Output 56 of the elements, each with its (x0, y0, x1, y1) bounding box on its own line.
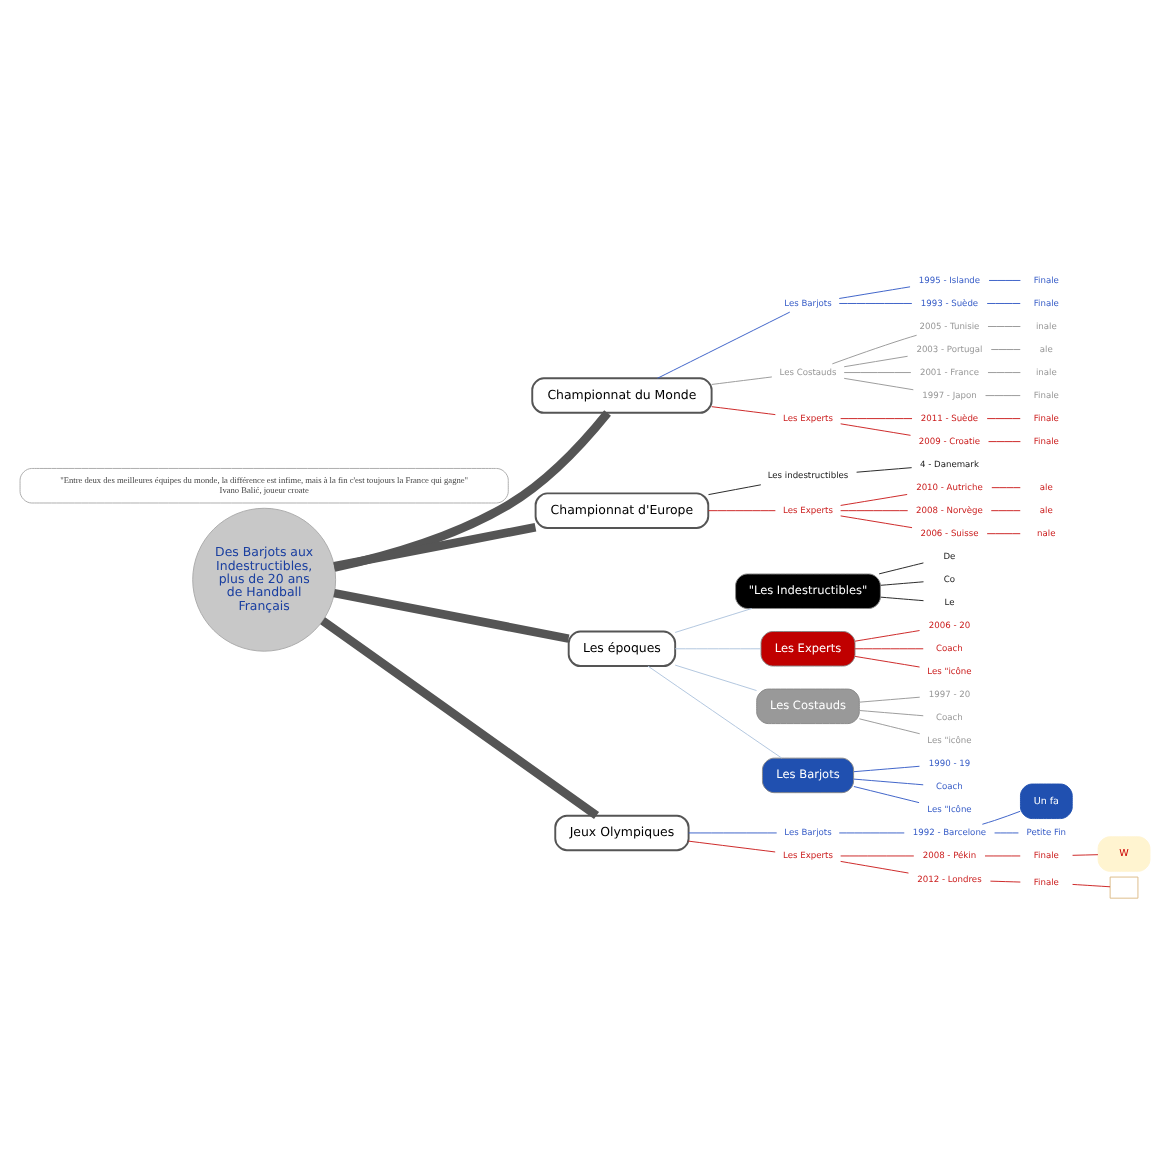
connector (990, 510, 1021, 512)
connector (843, 355, 909, 368)
connector (708, 510, 776, 512)
connector (1072, 854, 1099, 856)
connector (986, 418, 1021, 420)
connector (880, 596, 924, 602)
connector (988, 441, 1021, 443)
connector (840, 515, 913, 529)
connector (840, 860, 909, 874)
connector (838, 303, 913, 304)
connector (674, 664, 757, 692)
connector (843, 372, 912, 374)
connector (711, 406, 776, 416)
connector (843, 377, 914, 391)
connector (856, 467, 913, 473)
connector (840, 494, 908, 506)
connector (858, 718, 921, 735)
connector (840, 423, 911, 436)
connector (858, 696, 921, 703)
connector (853, 765, 920, 773)
connector (1072, 883, 1111, 888)
connector (990, 349, 1021, 350)
connector (674, 648, 762, 650)
connector (333, 410, 611, 572)
connector (708, 484, 762, 496)
node-box (1109, 876, 1139, 899)
connector (657, 311, 791, 379)
connector (854, 630, 921, 642)
connector (688, 832, 778, 834)
connector (985, 395, 1021, 397)
connector (989, 880, 1021, 883)
connector (991, 487, 1021, 489)
connector (688, 840, 776, 853)
connector (988, 280, 1021, 281)
connector (981, 810, 1021, 825)
connector (987, 326, 1021, 327)
connector (711, 376, 773, 385)
connector (840, 418, 913, 420)
connector (854, 648, 924, 650)
connector (986, 303, 1021, 304)
connector (333, 523, 537, 571)
connector (987, 372, 1021, 374)
connector (853, 786, 920, 804)
connector (333, 588, 570, 643)
connector (878, 562, 924, 575)
connector (831, 334, 918, 365)
connector (647, 665, 783, 759)
connector (854, 655, 921, 668)
connector (880, 581, 924, 586)
connector (320, 617, 600, 820)
connector (840, 510, 909, 512)
connector (986, 533, 1021, 535)
connector (858, 710, 924, 717)
connector (674, 608, 753, 633)
connector (853, 778, 924, 786)
connector (838, 286, 911, 299)
